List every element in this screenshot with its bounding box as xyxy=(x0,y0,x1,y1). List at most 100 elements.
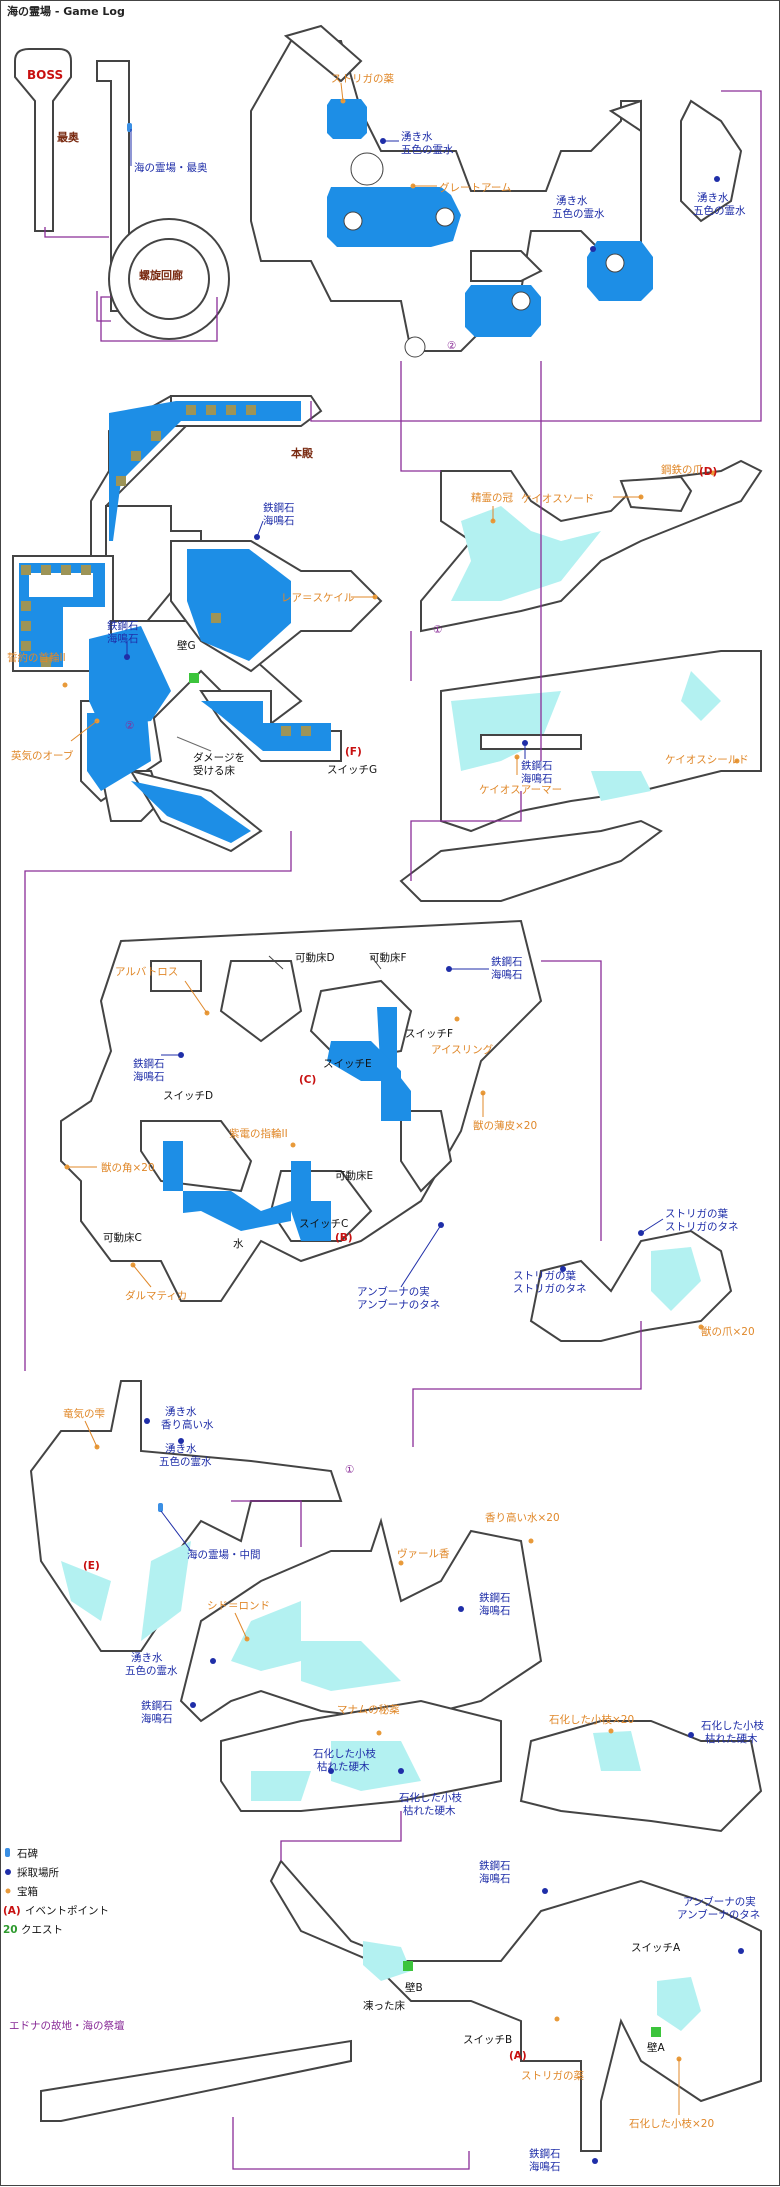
treasure-icon xyxy=(398,1560,404,1566)
gather-point-icon xyxy=(178,1438,184,1444)
petrified-branch-20-label: 石化した小枝×20 xyxy=(549,1713,634,1726)
striga-seed-label: ストリガのタネ xyxy=(665,1221,739,1233)
quest-wall-a xyxy=(651,2027,661,2037)
beast-claw-label: 獣の爪×20 xyxy=(701,1325,755,1338)
treasure-icon xyxy=(454,1016,460,1022)
gather-point-icon xyxy=(190,1702,196,1708)
moving-floor-e: 可動床E xyxy=(335,1169,373,1182)
switch-f-label: スイッチF xyxy=(405,1028,453,1040)
moving-floor-c: 可動床C xyxy=(103,1231,142,1244)
iron-claw-label: 鋼鉄の爪 xyxy=(661,463,703,476)
matam-secret-label: マナムの秘薬 xyxy=(337,1703,400,1716)
withered-wood-label: 枯れた硬木 xyxy=(705,1732,758,1745)
striga-drug-label: ストリガの薬 xyxy=(521,2070,584,2082)
switch-c-label: スイッチC xyxy=(299,1218,348,1230)
boss-area: BOSS 最奥 螺旋回廊 海の霊場・最奥 xyxy=(14,48,230,342)
event-icon: (A) xyxy=(3,1905,21,1917)
tiles xyxy=(21,405,311,736)
gather-point-icon xyxy=(5,1869,11,1875)
gather-point-icon xyxy=(560,1266,566,1272)
sea-ore-label: 海鳴石 xyxy=(141,1712,173,1725)
middle-maze: 可動床D 可動床F アルバトロス 鉄鋼石 海鳴石 スイッチF アイスリング スイ… xyxy=(60,919,543,1311)
wall-g-label: 壁G xyxy=(177,639,196,652)
legend-event-label: イベントポイント xyxy=(25,1905,109,1917)
gather-point-icon xyxy=(688,1732,694,1738)
copper-label: 鉄鋼石 xyxy=(263,501,295,514)
switch-a-label: スイッチA xyxy=(631,1942,681,1954)
beast-horn-label: 獣の角×20 xyxy=(101,1161,155,1174)
petrified-branch-label: 石化した小枝 xyxy=(313,1747,376,1760)
treasure-icon xyxy=(5,1888,11,1894)
stone-deepest-label: 海の霊場・最奥 xyxy=(134,161,208,174)
stone-icon xyxy=(5,1848,10,1857)
shallow-water xyxy=(251,1771,311,1801)
sea-ore-label: 海鳴石 xyxy=(529,2160,561,2173)
gather-point-icon xyxy=(398,1768,404,1774)
spring-water-label: 湧き水 xyxy=(165,1443,197,1455)
link-1-label: ① xyxy=(345,1464,354,1476)
main-hall: 本殿 鉄鋼石 海鳴石 レア＝スケイル 鉄鋼石 海鳴石 壁G 誓約の首輪II 英気… xyxy=(7,395,383,853)
petrified-branch-label: 石化した小枝 xyxy=(399,1791,462,1804)
copper-label: 鉄鋼石 xyxy=(479,1859,511,1872)
treasure-icon xyxy=(710,470,716,476)
lower-center-area: シド＝ロンド ヴァール香 香り高い水×20 鉄鋼石 海鳴石 湧き水 五色の霊水 … xyxy=(125,1511,764,1833)
damage-floor-label: ダメージを xyxy=(193,751,245,764)
deep-water xyxy=(327,99,367,139)
shallow-water xyxy=(451,691,561,771)
treasure-icon xyxy=(608,1728,614,1734)
event-c: (C) xyxy=(299,1074,316,1086)
link-1-label: ① xyxy=(433,624,442,636)
deep-water xyxy=(327,187,461,247)
albatross-label: アルバトロス xyxy=(115,966,178,978)
link-2-label: ② xyxy=(447,340,456,352)
switch-d-label: スイッチD xyxy=(163,1090,213,1102)
spirit-crown-label: 精霊の冠 xyxy=(471,491,513,504)
ambuna-seed-label: アンブーナのタネ xyxy=(357,1298,440,1311)
spring-water-label: 湧き水 xyxy=(401,131,433,143)
main-hall-label: 本殿 xyxy=(291,446,314,460)
treasure-icon xyxy=(698,1324,704,1330)
water-label: 水 xyxy=(233,1238,244,1250)
shido-rond-label: シド＝ロンド xyxy=(207,1600,270,1612)
event-f: (F) xyxy=(345,746,362,758)
event-a: (A) xyxy=(509,2050,527,2062)
petrified-branch-label: 石化した小枝 xyxy=(701,1719,764,1732)
rare-scale-label: レア＝スケイル xyxy=(281,592,354,604)
sea-ore-label: 海鳴石 xyxy=(133,1070,165,1083)
chaos-shield-label: ケイオスシールド xyxy=(665,754,749,766)
shallow-water xyxy=(231,1601,301,1671)
moving-floor-f: 可動床F xyxy=(369,951,407,964)
sea-ore-label: 海鳴石 xyxy=(521,772,553,785)
fragrant-water-20-label: 香り高い水×20 xyxy=(485,1511,560,1524)
copper-label: 鉄鋼石 xyxy=(529,2147,561,2160)
bottom-area: 鉄鋼石 海鳴石 壁B 凍った床 アンブーナの実 アンブーナのタネ スイッチA ス… xyxy=(9,1859,762,2173)
gather-point-icon xyxy=(590,246,596,252)
treasure-icon xyxy=(290,1142,296,1148)
link-2-label: ② xyxy=(125,720,134,732)
gather-point-icon xyxy=(714,176,720,182)
legend-treasure-label: 宝箱 xyxy=(17,1885,38,1898)
ambuna-seed-label: アンブーナのタネ xyxy=(677,1908,760,1921)
spring-water-label: 湧き水 xyxy=(131,1652,163,1664)
legend-quest-label: クエスト xyxy=(21,1924,63,1936)
ambuna-fruit-label: アンブーナの実 xyxy=(683,1895,756,1908)
copper-label: 鉄鋼石 xyxy=(133,1057,165,1070)
legend: 石碑 採取場所 宝箱 (A) イベントポイント 20 クエスト xyxy=(3,1847,109,1936)
dragon-tear-label: 竜気の雫 xyxy=(63,1407,105,1420)
gather-point-icon xyxy=(328,1768,334,1774)
switch-g-label: スイッチG xyxy=(327,764,377,776)
purple-ring-label: 紫電の指輪II xyxy=(229,1127,288,1140)
five-color-label: 五色の霊水 xyxy=(401,143,454,156)
gather-point-icon xyxy=(210,1658,216,1664)
treasure-icon xyxy=(376,1730,382,1736)
switch-b-label: スイッチB xyxy=(463,2034,512,2046)
gather-point-icon xyxy=(738,1948,744,1954)
beast-skin-label: 獣の薄皮×20 xyxy=(473,1119,537,1132)
stone-middle-label: 海の霊場・中間 xyxy=(187,1548,261,1561)
deep-water xyxy=(465,285,541,337)
spring-water-label: 湧き水 xyxy=(556,195,588,207)
damage-floor-label-2: 受ける床 xyxy=(193,764,235,777)
shallow-water xyxy=(657,1977,701,2031)
chaos-armor-label: ケイオスアーマー xyxy=(479,784,562,796)
ice-ring-label: アイスリング xyxy=(431,1043,494,1056)
